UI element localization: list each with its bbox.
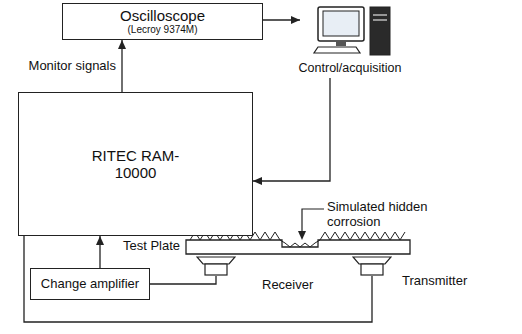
- edge-label: Monitor signals: [28, 58, 117, 73]
- connector: [253, 78, 330, 185]
- node-label: Oscilloscope: [120, 7, 205, 24]
- node-sublabel: (Lecroy 9374M): [127, 24, 197, 36]
- computer-node: Control/acquisition: [300, 3, 400, 78]
- pulser-box: RITEC RAM-10000: [18, 92, 253, 236]
- drive-slot: [373, 19, 387, 21]
- transmitter-transducer: Transmitter: [352, 256, 392, 276]
- node-label: Control/acquisition: [299, 61, 402, 75]
- connector-line: [253, 78, 330, 181]
- node-label: RITEC RAM-10000: [88, 147, 183, 182]
- transducer-body: [361, 264, 383, 275]
- arrowhead: [96, 236, 104, 245]
- transducer-body: [205, 264, 227, 275]
- corrosion-label: Simulated hidden corrosion: [326, 200, 453, 230]
- drive-slot: [373, 14, 387, 16]
- connector: [150, 276, 216, 284]
- connector-line: [150, 276, 216, 284]
- wedge: [353, 257, 391, 264]
- transducer-shape: [352, 256, 392, 276]
- corrosion-leader-head: [298, 231, 306, 240]
- node-label: Change amplifier: [41, 277, 139, 292]
- node-label: Receiver: [262, 278, 313, 293]
- arrowhead: [118, 40, 126, 49]
- transducer-shape: [196, 256, 236, 276]
- node-label: Transmitter: [402, 274, 467, 289]
- connector: [118, 40, 126, 92]
- arrowhead: [253, 177, 262, 185]
- oscilloscope-box: Oscilloscope(Lecroy 9374M): [62, 3, 263, 40]
- arrowhead: [291, 16, 300, 24]
- connector: [24, 236, 372, 322]
- tower: [370, 7, 390, 55]
- monitor: [318, 7, 364, 41]
- wedge: [197, 257, 235, 264]
- keyboard: [314, 47, 360, 53]
- corrosion-leader: [302, 209, 324, 238]
- connector: [96, 236, 104, 268]
- connector: [263, 16, 300, 24]
- stand: [336, 41, 346, 46]
- receiver-transducer: Receiver: [196, 256, 236, 276]
- connector-line: [24, 236, 372, 322]
- computer-icon: [300, 3, 400, 61]
- test-plate: [186, 240, 410, 254]
- amplifier-box: Change amplifier: [30, 268, 150, 300]
- plate-label: Test Plate: [122, 239, 181, 254]
- screen: [323, 11, 359, 36]
